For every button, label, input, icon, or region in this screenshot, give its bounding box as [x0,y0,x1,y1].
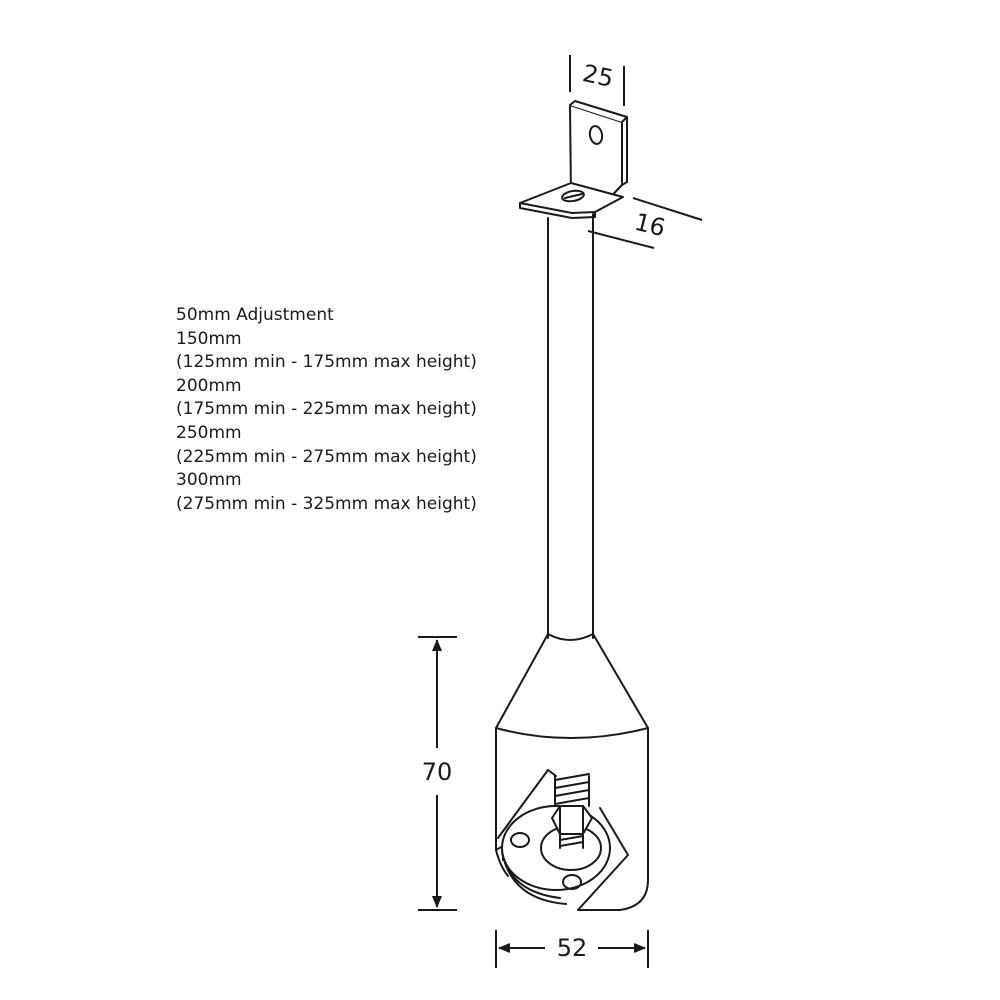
dimension-foot-width [495,930,649,968]
dimension-label-70: 70 [422,758,453,786]
dimension-foot-height [418,636,457,911]
dimension-label-16: 16 [632,208,668,243]
spec-range-250: (225mm min - 275mm max height) [176,446,477,467]
adjuster-base [497,769,629,911]
adjuster-nut [551,805,593,835]
spec-size-200: 200mm [176,375,242,396]
dimension-label-52: 52 [557,934,588,962]
dimension-bracket-width [569,55,625,106]
bracket-hole-lower [561,189,585,203]
spec-range-300: (275mm min - 325mm max height) [176,493,477,514]
dimension-bracket-depth [587,197,703,249]
mounting-bracket [519,100,628,219]
dimension-label-25: 25 [580,59,616,93]
size-specification-list: 50mm Adjustment 150mm (125mm min - 175mm… [176,304,477,516]
spec-range-200: (175mm min - 225mm max height) [176,399,477,420]
bracket-hole-upper [588,125,604,145]
spec-heading: 50mm Adjustment [176,305,334,325]
base-hole-left [510,832,530,848]
spec-range-150: (125mm min - 175mm max height) [176,352,477,373]
spec-size-300: 300mm [176,470,242,491]
spec-size-150: 150mm [176,328,242,349]
base-hole-bottom [562,874,582,890]
spec-size-250: 250mm [176,422,242,443]
leg-tube [547,213,594,639]
